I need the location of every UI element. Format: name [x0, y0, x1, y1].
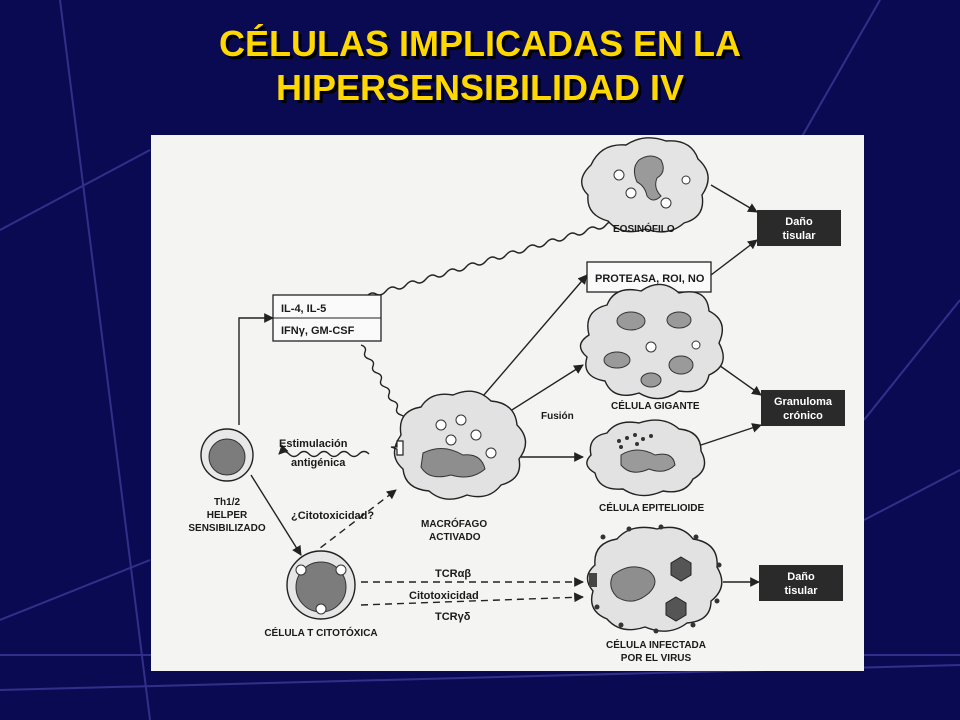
granuloma-box: Granuloma crónico [761, 390, 845, 426]
arrow-giant-to-granuloma [716, 363, 761, 395]
giant-cell [580, 284, 723, 398]
giant-cell-label: CÉLULA GIGANTE [611, 399, 700, 412]
granuloma-line2: crónico [783, 410, 823, 422]
tcr-ab-label: TCRαβ [435, 568, 471, 580]
protease-label: PROTEASA, ROI, NO [595, 273, 705, 285]
th-helper-cell [201, 429, 253, 481]
arrow-th-to-cytokines [239, 318, 273, 425]
dano-tisular-box-2: Daño tisular [759, 565, 843, 601]
dano-1-line2: tisular [782, 230, 816, 242]
infected-label-2: POR EL VIRUS [621, 653, 692, 664]
arrow-epi-to-granuloma [701, 425, 761, 445]
th-label-1: Th1/2 [214, 497, 241, 508]
stimulation-label-1: Estimulación [279, 438, 348, 450]
diagram-svg: IL-4, IL-5 IFNγ, GM-CSF EOSINÓFILO PROTE… [151, 135, 864, 671]
macrophage-cell [391, 391, 526, 499]
t-cyto-label: CÉLULA T CITOTÓXICA [264, 626, 377, 639]
tcr-gd-label: TCRγδ [435, 611, 471, 623]
dano-tisular-box-1: Daño tisular [757, 210, 841, 246]
eosinophil-cell [582, 138, 708, 232]
t-cytotoxic-cell [287, 551, 355, 619]
wavy-arrow-stimulation [279, 452, 369, 457]
macrophage-label-2: ACTIVADO [429, 532, 481, 543]
cytotoxicity-label: Citotoxicidad [409, 590, 479, 602]
th-label-2: HELPER [207, 510, 248, 521]
arrow-protease-to-dano [711, 240, 757, 275]
diagram-panel: IL-4, IL-5 IFNγ, GM-CSF EOSINÓFILO PROTE… [151, 135, 864, 671]
cytokines-top-label: IL-4, IL-5 [281, 303, 326, 315]
infected-label-1: CÉLULA INFECTADA [606, 638, 706, 651]
title-line-2: HIPERSENSIBILIDAD IV [0, 66, 960, 110]
fusion-label: Fusión [541, 411, 574, 422]
dano-2-line2: tisular [784, 585, 818, 597]
stimulation-label-2: antigénica [291, 457, 346, 469]
arrow-eos-to-dano [711, 185, 757, 212]
eosinophil-label: EOSINÓFILO [613, 222, 675, 235]
cytokine-box: IL-4, IL-5 IFNγ, GM-CSF [273, 295, 381, 341]
th-label-3: SENSIBILIZADO [188, 523, 265, 534]
dano-2-line1: Daño [787, 571, 815, 583]
epithelioid-cell [587, 420, 705, 495]
cytokines-bottom-label: IFNγ, GM-CSF [281, 325, 355, 337]
dano-1-line1: Daño [785, 216, 813, 228]
macrophage-label-1: MACRÓFAGO [421, 517, 487, 530]
granuloma-line1: Granuloma [774, 396, 833, 408]
cytotoxicity-question-label: ¿Citotoxicidad? [291, 510, 374, 522]
arrow-to-protease [471, 275, 587, 410]
title-line-1: CÉLULAS IMPLICADAS EN LA [0, 22, 960, 66]
slide-title: CÉLULAS IMPLICADAS EN LA HIPERSENSIBILID… [0, 22, 960, 110]
epithelioid-label: CÉLULA EPITELIOIDE [599, 501, 705, 514]
infected-cell [587, 525, 721, 634]
dashed-arrow-cytotoxicity [311, 490, 396, 555]
